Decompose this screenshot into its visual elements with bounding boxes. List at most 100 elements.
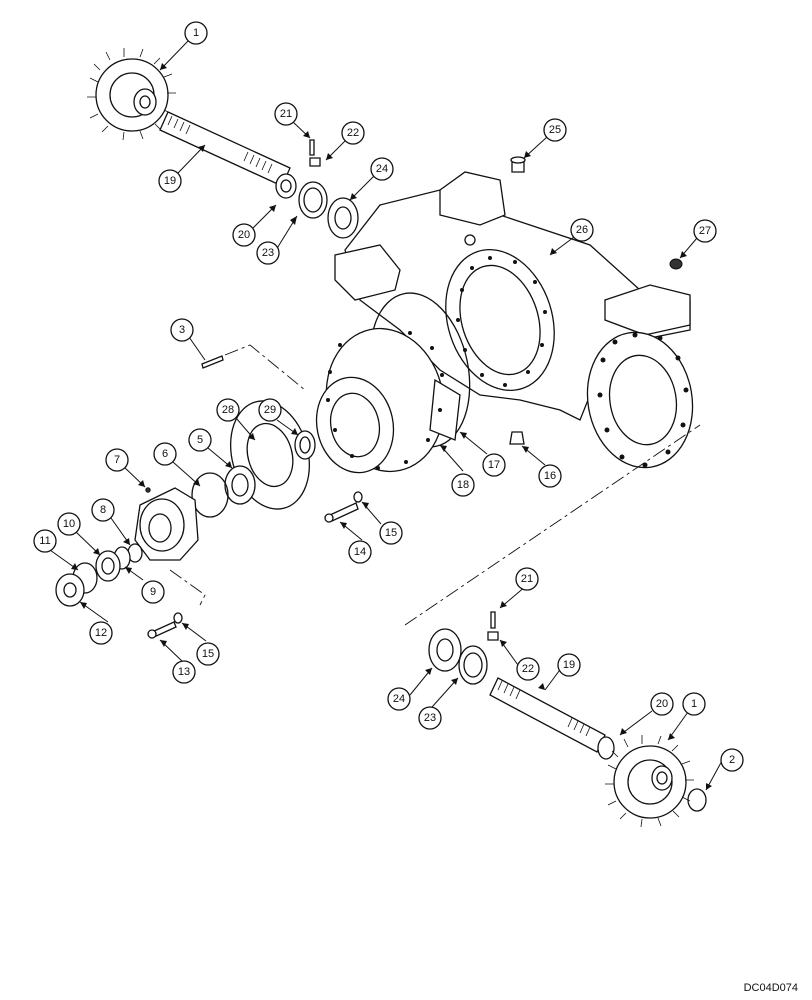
callout-label: 21 — [280, 108, 292, 120]
callout-c2: 2 — [720, 748, 744, 772]
callout-circle — [57, 512, 81, 536]
callout-label: 22 — [347, 127, 359, 139]
callout-circle — [387, 687, 411, 711]
callout-label: 28 — [222, 404, 234, 416]
callout-circle — [348, 540, 372, 564]
callout-circle — [274, 102, 298, 126]
callout-circle — [557, 653, 581, 677]
callout-c24a: 24 — [370, 157, 394, 181]
callout-label: 16 — [544, 470, 556, 482]
callout-circle — [682, 692, 706, 716]
callout-circle — [650, 692, 674, 716]
callout-label: 19 — [563, 659, 575, 671]
callout-circle — [341, 121, 365, 145]
callout-c21b: 21 — [515, 567, 539, 591]
callout-c29: 29 — [258, 398, 282, 422]
callout-label: 25 — [549, 124, 561, 136]
callout-label: 3 — [179, 324, 185, 336]
callout-c5: 5 — [188, 428, 212, 452]
callout-c17: 17 — [482, 453, 506, 477]
callout-label: 13 — [178, 666, 190, 678]
callout-circle — [256, 241, 280, 265]
callout-circle — [170, 318, 194, 342]
callout-label: 5 — [197, 434, 203, 446]
callout-c21a: 21 — [274, 102, 298, 126]
callout-c16: 16 — [538, 464, 562, 488]
callout-c28: 28 — [216, 398, 240, 422]
callout-circle — [482, 453, 506, 477]
callout-label: 15 — [202, 648, 214, 660]
callout-c24b: 24 — [387, 687, 411, 711]
callout-c19b: 19 — [557, 653, 581, 677]
callout-c22a: 22 — [341, 121, 365, 145]
callout-label: 24 — [393, 693, 405, 705]
callout-circle — [693, 219, 717, 243]
callout-label: 20 — [656, 698, 668, 710]
callout-label: 24 — [376, 163, 388, 175]
callout-c13: 13 — [172, 660, 196, 684]
callout-circle — [33, 529, 57, 553]
callout-c20b: 20 — [650, 692, 674, 716]
callout-c11: 11 — [33, 529, 57, 553]
callout-circle — [188, 428, 212, 452]
callout-circle — [89, 621, 113, 645]
callout-circle — [538, 464, 562, 488]
callout-c27: 27 — [693, 219, 717, 243]
callout-c26: 26 — [570, 218, 594, 242]
callout-circle — [418, 706, 442, 730]
callout-c1a: 1 — [184, 21, 208, 45]
callout-c6: 6 — [153, 442, 177, 466]
callout-label: 21 — [521, 573, 533, 585]
upper-shaft-assembly — [87, 48, 359, 239]
callout-label: 20 — [238, 229, 250, 241]
callout-circle — [105, 448, 129, 472]
callout-c10: 10 — [57, 512, 81, 536]
callout-circle — [141, 580, 165, 604]
callout-label: 7 — [114, 454, 120, 466]
callout-circle — [379, 521, 403, 545]
callout-circle — [570, 218, 594, 242]
callout-label: 23 — [262, 247, 274, 259]
callout-circle — [515, 567, 539, 591]
callout-c25: 25 — [543, 118, 567, 142]
callout-c20a: 20 — [232, 223, 256, 247]
callout-c23b: 23 — [418, 706, 442, 730]
callout-circle — [196, 642, 220, 666]
callout-label: 19 — [164, 175, 176, 187]
callout-label: 11 — [39, 535, 50, 547]
callout-circle — [184, 21, 208, 45]
callouts — [49, 40, 724, 791]
callout-label: 14 — [354, 546, 366, 558]
callout-label: 1 — [193, 27, 199, 39]
callout-circle — [451, 473, 475, 497]
callout-circle — [153, 442, 177, 466]
callout-c8: 8 — [91, 498, 115, 522]
callout-c23a: 23 — [256, 241, 280, 265]
callout-label: 27 — [699, 225, 711, 237]
callout-c7: 7 — [105, 448, 129, 472]
callout-label: 1 — [691, 698, 697, 710]
callout-label: 23 — [424, 712, 436, 724]
callout-label: 6 — [162, 448, 168, 460]
callout-label: 18 — [457, 479, 469, 491]
drawing-code: DC04D074 — [743, 982, 798, 994]
callout-label: 26 — [576, 224, 588, 236]
callout-label: 12 — [95, 627, 107, 639]
callout-c22b: 22 — [516, 657, 540, 681]
callout-label: 22 — [522, 663, 534, 675]
differential-assembly — [315, 292, 471, 474]
callout-label: 15 — [385, 527, 397, 539]
callout-c14: 14 — [348, 540, 372, 564]
callout-circle — [370, 157, 394, 181]
callout-circle — [543, 118, 567, 142]
callout-c12: 12 — [89, 621, 113, 645]
axle-housing — [334, 171, 694, 469]
callout-circle — [258, 398, 282, 422]
callout-c15b: 15 — [379, 521, 403, 545]
callout-circle — [172, 660, 196, 684]
lower-shaft-assembly — [428, 611, 707, 828]
callout-label: 9 — [150, 586, 156, 598]
small-hardware — [147, 156, 683, 639]
